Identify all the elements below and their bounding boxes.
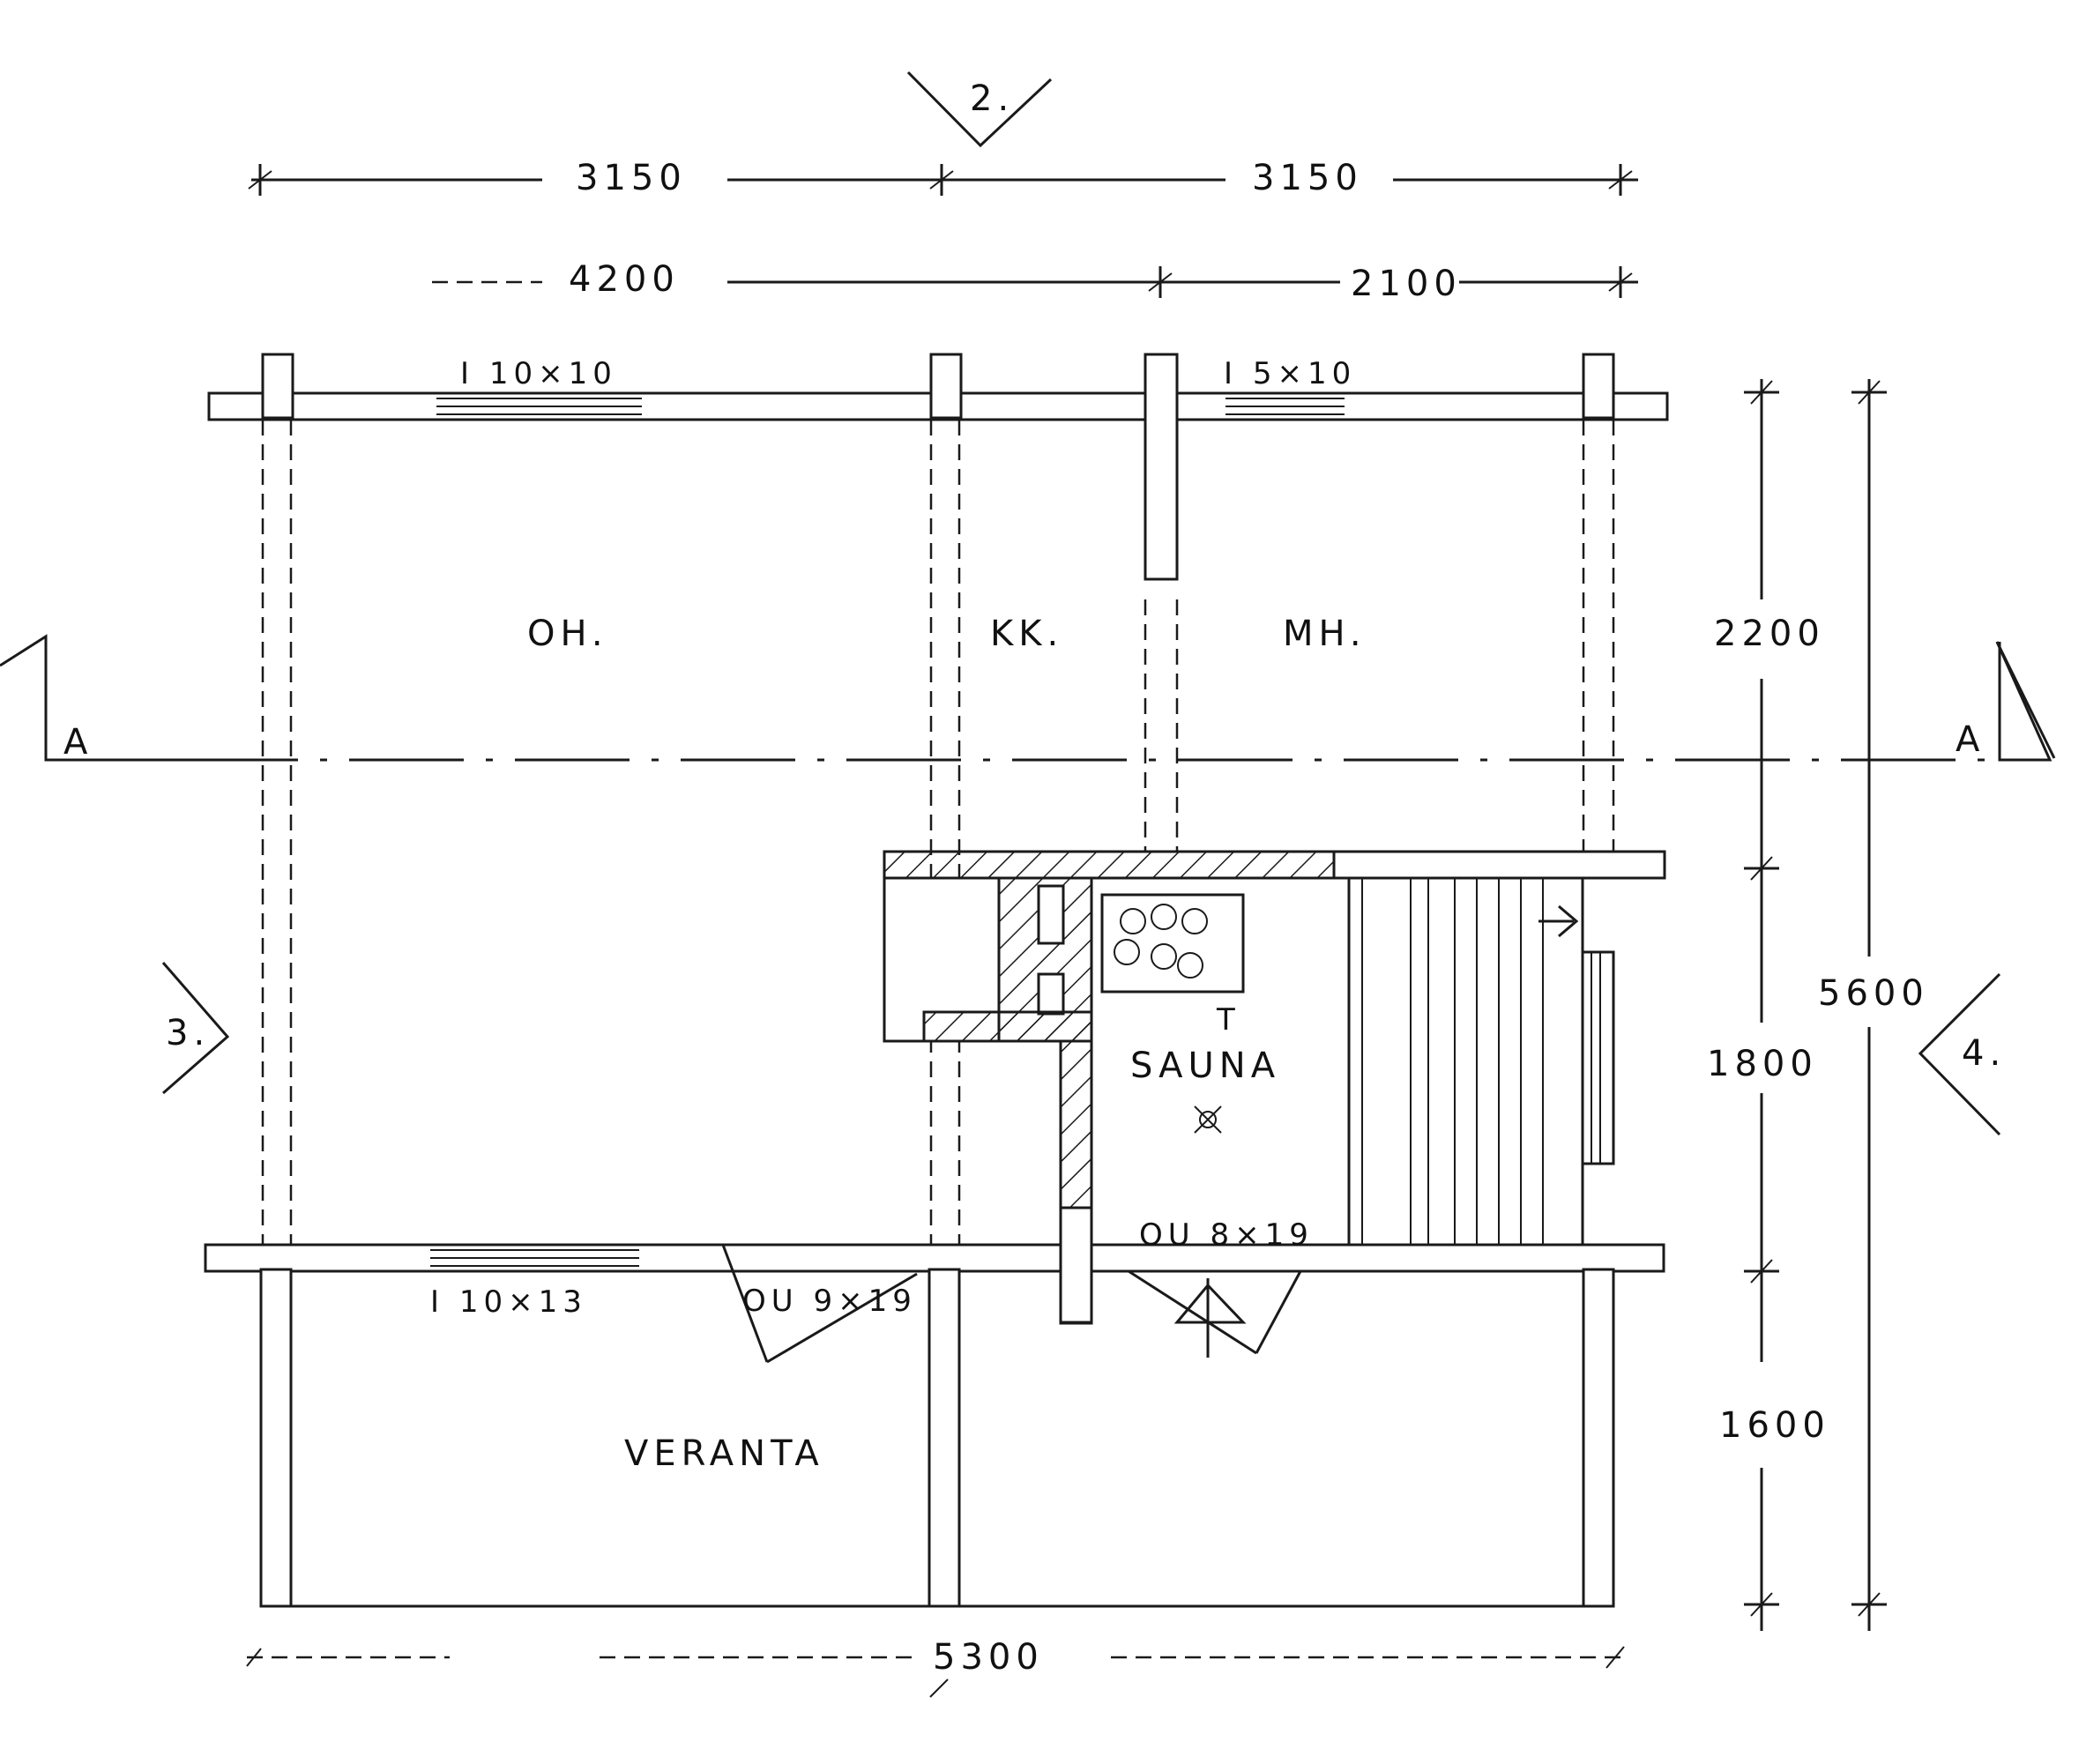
- dim-right-total: 5600: [1818, 973, 1929, 1014]
- dim-right-upper: 2200: [1714, 614, 1825, 654]
- room-oh: OH.: [527, 614, 608, 654]
- stove-tag: T: [1216, 1002, 1240, 1038]
- dim-right-middle: 1800: [1707, 1044, 1818, 1084]
- room-kk: KK.: [990, 614, 1063, 654]
- door-right-label: OU 8×19: [1139, 1217, 1314, 1253]
- dim-top-left: 3150: [576, 158, 687, 198]
- dimension-lines: [246, 164, 1887, 1698]
- doors: [721, 1105, 1302, 1364]
- window-top-right: [1226, 398, 1345, 415]
- stove-masonry: [883, 850, 1336, 1325]
- labels: 3150 3150 4200 2100 2200 1800 1600 5600 …: [63, 78, 2006, 1678]
- section-mark-top: 2.: [970, 78, 1014, 119]
- section-mark-right: 4.: [1962, 1033, 2006, 1074]
- dim-mid-left: 4200: [569, 259, 680, 300]
- sauna-benches: [1347, 876, 1615, 1247]
- section-marks: [0, 71, 2056, 1136]
- window-top-left-label: I 10×10: [460, 356, 617, 391]
- section-cut-right: A: [1956, 719, 1985, 760]
- window-bottom-left: [430, 1249, 639, 1267]
- window-top-left: [436, 398, 642, 415]
- dim-bottom-total: 5300: [933, 1637, 1044, 1678]
- room-sauna: SAUNA: [1130, 1046, 1280, 1086]
- dim-mid-right: 2100: [1351, 264, 1462, 304]
- window-top-right-label: I 5×10: [1224, 356, 1356, 391]
- section-cut-left: A: [63, 722, 93, 763]
- section-mark-left: 3.: [166, 1013, 210, 1053]
- dim-top-right: 3150: [1252, 158, 1363, 198]
- window-bottom-left-label: I 10×13: [430, 1284, 587, 1320]
- door-left-label: OU 9×19: [742, 1284, 917, 1319]
- room-mh: MH.: [1283, 614, 1367, 654]
- room-veranta: VERANTA: [624, 1433, 824, 1474]
- dim-right-lower: 1600: [1719, 1405, 1830, 1446]
